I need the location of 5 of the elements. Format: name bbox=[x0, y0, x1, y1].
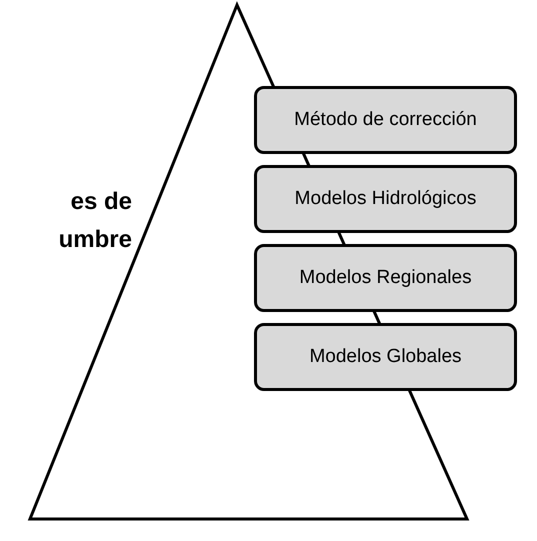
level-box: Método de corrección bbox=[254, 86, 517, 154]
pyramid-title: es de umbre bbox=[58, 187, 132, 255]
level-box: Modelos Hidrológicos bbox=[254, 165, 517, 233]
level-box: Modelos Globales bbox=[254, 323, 517, 391]
level-box: Modelos Regionales bbox=[254, 244, 517, 312]
